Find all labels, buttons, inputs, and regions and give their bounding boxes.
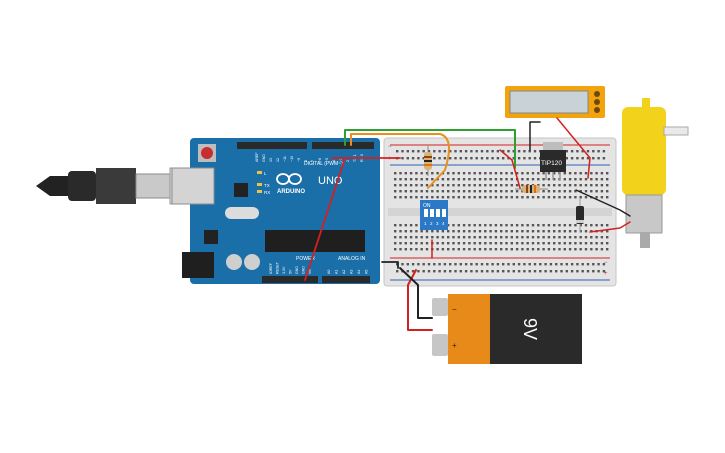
wire-red-base [499,149,521,189]
dip-num-2: 2 [430,221,433,226]
wire-black-gnd [381,261,399,269]
pin-label: ~9 [297,158,301,162]
pin-label: 12 [276,158,280,162]
pin-label: 5V [289,269,293,274]
dip-num-3: 3 [436,221,439,226]
wire-green [344,129,516,169]
pin-label: A3 [350,270,354,274]
pin-label: 7 [311,160,315,162]
pin-label: ~11 [283,156,287,162]
pin-label: Vin [308,269,312,274]
dip-on-label: ON [423,203,431,209]
arduino-logo [276,173,302,185]
wires [304,117,631,331]
l-label: L [264,171,267,176]
dip-num-4: 4 [442,221,445,226]
battery-plus: + [452,341,457,350]
rx-label: RX [264,190,270,195]
pin-label: GND [295,266,299,274]
pin-label: 4 [332,160,336,162]
rail-minus-top: − [388,144,392,150]
transistor-label: TIP120 [541,160,562,167]
dc-motor [622,98,689,248]
wire-orange [350,133,450,189]
pin-label: ~3 [339,158,343,162]
rail-plus-top: + [388,156,392,162]
power-label: POWER [296,256,315,262]
display-module [505,86,605,118]
pin-label: A4 [357,270,361,274]
pin-label: RESET [276,261,280,274]
pin-label: A5 [365,270,369,274]
wire-red-motor [589,221,631,233]
pin-label: 2 [346,160,350,162]
digital-label: DIGITAL (PWM~) [304,161,343,167]
pin-label: A1 [335,270,339,274]
pin-label: A2 [342,270,346,274]
battery-9v: − + 9V [432,294,582,364]
tx-label: TX [264,183,270,188]
arduino-brand: ARDUINO [277,189,305,195]
wire-red-display [556,117,591,179]
diode [576,198,584,232]
pin-label: GND [302,266,306,274]
wire-black-display [529,121,541,151]
dip-num-1: 1 [424,221,427,226]
pin-label: IOREF [269,262,273,274]
wire-black-battery [399,267,433,319]
rail-minus-bottom: − [604,260,608,266]
pin-label: 13 [269,158,273,162]
wire-black-motor [575,189,631,217]
dip-switch[interactable]: ON 1 2 3 4 [420,200,448,230]
wire-red-5v [304,157,401,281]
transistor-tip120: TIP120 [540,142,566,180]
battery-minus: − [452,305,457,314]
pin-label: ~10 [290,156,294,162]
pin-label: A0 [327,270,331,274]
battery-voltage: 9V [520,318,540,340]
breadboard-holes [394,150,609,273]
analog-label: ANALOG IN [338,256,366,262]
arduino-uno-board: ARDUINO UNO DIGITAL (PWM~) POWER ANALOG … [171,138,380,284]
resistor-pulldown [424,146,432,176]
resistor-base [515,185,548,193]
pin-label: 8 [304,160,308,162]
pin-label: ~6 [318,158,322,162]
rail-plus-bottom: + [604,271,608,277]
wire-red-battery [407,269,433,331]
pin-label: AREF [255,152,259,162]
pin-label: ~5 [325,158,329,162]
pin-label: 3.3V [282,266,286,274]
pin-label: GND [262,154,266,162]
